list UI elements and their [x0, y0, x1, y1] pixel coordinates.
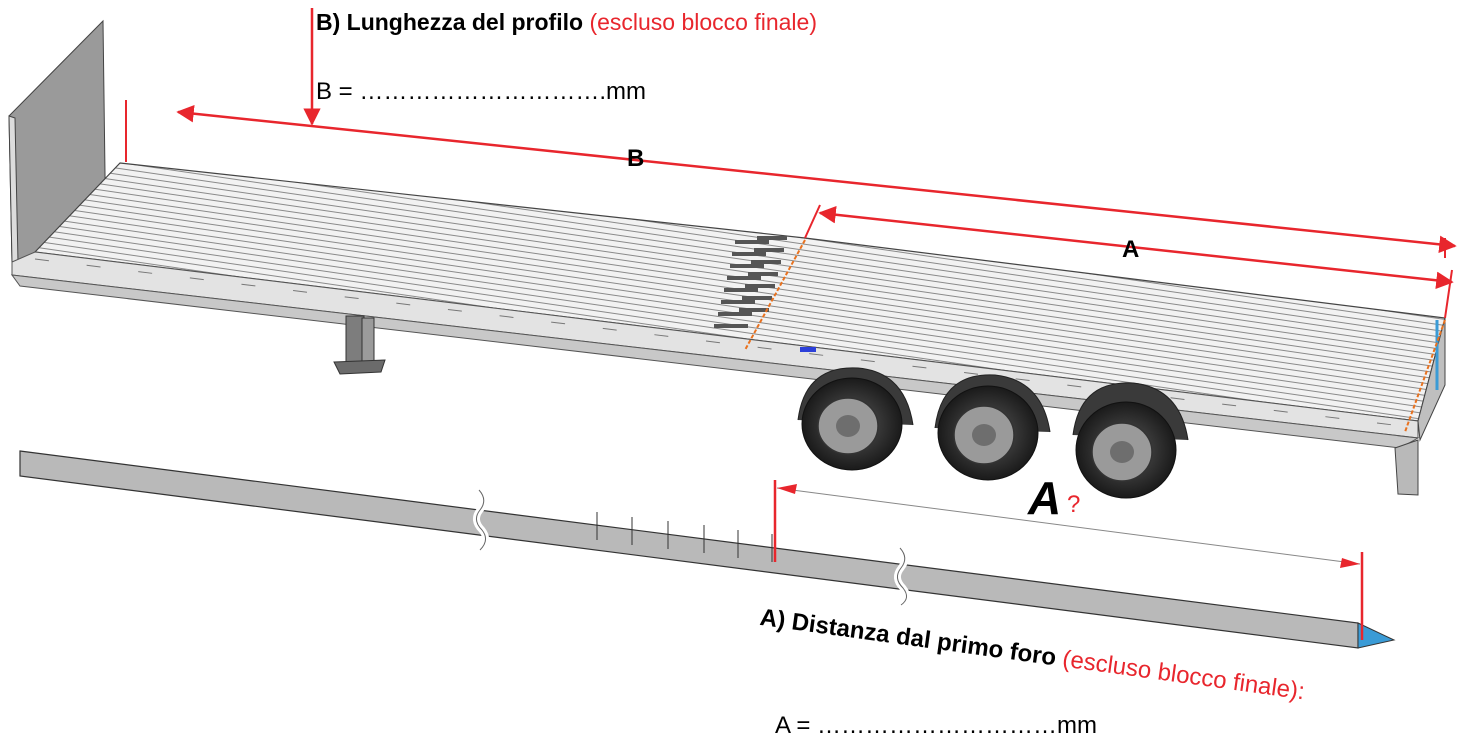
- b-heading-note: (escluso blocco finale): [589, 9, 817, 35]
- b-heading-bold: B) Lunghezza del profilo: [316, 9, 584, 35]
- profile-dimension-a: A ?: [773, 472, 1364, 640]
- end-block: [1357, 622, 1396, 649]
- b-input-line: B = ………………………….mm: [316, 78, 647, 105]
- dimension-a: A: [804, 204, 1454, 319]
- dimension-a-label: A: [1122, 236, 1139, 263]
- wheel-2: [934, 374, 1051, 481]
- trailer-deck: [10, 162, 1446, 496]
- a-input-line: A = …………………………mm: [775, 712, 1098, 739]
- question-mark: ?: [1067, 491, 1080, 518]
- dimension-b-label: B: [627, 145, 644, 172]
- profile-a-label: A: [1027, 472, 1061, 524]
- landing-gear: [333, 315, 386, 375]
- b-heading: B) Lunghezza del profilo (escluso blocco…: [316, 9, 817, 36]
- trailer-headboard: [8, 19, 107, 263]
- wheel-3: [1072, 382, 1189, 499]
- wheel-1: [797, 367, 914, 471]
- profile-bar: [19, 450, 1396, 649]
